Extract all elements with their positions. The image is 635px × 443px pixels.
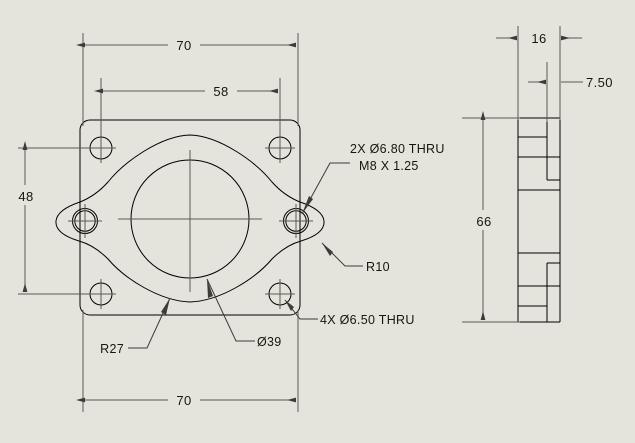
dimension-bottom-width: 70 [76, 310, 299, 412]
note-corner-radius: R10 [366, 260, 390, 274]
tapped-hole-right [279, 204, 313, 238]
annotation-bore-diameter: Ø39 [206, 278, 282, 349]
annotation-boss-radius: R27 [100, 297, 171, 356]
dim-label-left-height: 48 [18, 189, 33, 204]
dim-label-top-width: 70 [176, 38, 191, 53]
annotation-corner-radius: R10 [321, 242, 390, 274]
dimension-left-height: 48 [12, 141, 96, 295]
note-bore-diameter: Ø39 [257, 335, 282, 349]
dim-label-step-depth: 7.50 [586, 75, 613, 90]
dim-label-side-thickness: 16 [531, 31, 546, 46]
note-boss-radius: R27 [100, 342, 124, 356]
tapped-hole-left [68, 204, 102, 238]
dimension-top-width: 70 [76, 33, 299, 126]
plate-outline [80, 120, 300, 315]
dimension-step-depth: 7.50 [528, 62, 613, 122]
dim-label-side-height: 66 [476, 214, 491, 229]
boss-outline [56, 135, 324, 302]
note-tapped-hole-line2: M8 X 1.25 [359, 159, 419, 173]
dimension-side-height: 66 [462, 111, 520, 323]
dimension-hole-spacing: 58 [94, 78, 281, 152]
annotation-clearance-holes: 4X Ø6.50 THRU [284, 299, 415, 327]
clearance-hole-bottom-right [265, 279, 295, 309]
note-tapped-hole-line1: 2X Ø6.80 THRU [350, 142, 445, 156]
dim-label-hole-spacing: 58 [213, 84, 228, 99]
dim-label-bottom-width: 70 [176, 393, 191, 408]
front-view [56, 120, 324, 315]
annotation-tapped-holes: 2X Ø6.80 THRU M8 X 1.25 [301, 142, 445, 215]
dimension-side-thickness: 16 [496, 26, 582, 120]
note-clearance-holes: 4X Ø6.50 THRU [320, 313, 415, 327]
